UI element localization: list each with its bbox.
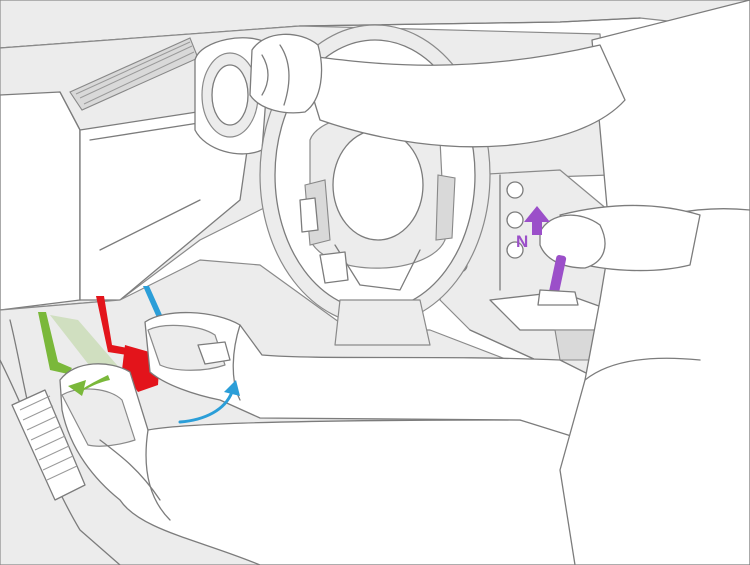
gear-shift-indicator: N: [516, 206, 550, 251]
gear-position-label: N: [516, 232, 528, 251]
right-arm: [539, 204, 701, 272]
right-leg: [144, 311, 601, 446]
left-arm: [249, 33, 626, 148]
gear-stick: [537, 255, 579, 306]
right-foot-arrow-icon: [178, 380, 240, 424]
brake-pedal-arm: [96, 296, 138, 356]
left-foot-arrow-icon: [68, 375, 110, 396]
left-hand: [249, 33, 323, 114]
gear-stick-shaft: [548, 255, 567, 301]
right-hand: [539, 214, 606, 269]
gear-shift-arrow-icon: [524, 206, 550, 235]
foot-rest: [11, 389, 86, 501]
clutch-pedal: [38, 312, 72, 374]
steering-column: [334, 299, 431, 346]
